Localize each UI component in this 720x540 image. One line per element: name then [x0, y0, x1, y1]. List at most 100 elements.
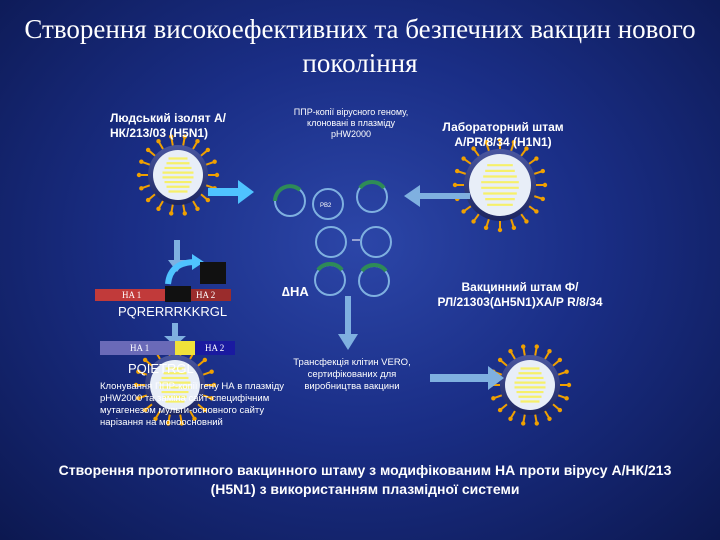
spike-head [209, 396, 214, 401]
arrow-right-to-plasmids [404, 185, 470, 207]
sequence-modified: PQIETRGL [128, 361, 194, 376]
spike-head [133, 382, 139, 388]
spike-head [205, 197, 211, 203]
spike-head [153, 416, 158, 421]
spike-head [455, 168, 460, 174]
spike-head [557, 357, 563, 363]
ha-insert-box [200, 262, 226, 284]
vaccine-strain-label: Вакцинний штам Ф/РЛ/21303(∆H5N1)ХА/Р R/8… [437, 280, 603, 309]
spike-head [166, 421, 171, 426]
spike-head [557, 407, 563, 413]
virion-vaccine-strain [133, 344, 217, 426]
plasmid-2 [312, 188, 344, 220]
spike-head [192, 416, 197, 421]
arrow-down-to-transfection [338, 296, 358, 350]
spike-head [195, 206, 200, 211]
spike-head [524, 219, 529, 224]
spike-head [139, 186, 144, 191]
spike-head [461, 209, 466, 214]
arrow-down-ha-modified [164, 323, 186, 346]
spike-head [566, 382, 572, 388]
spike-head [145, 147, 151, 153]
spike-head [461, 156, 466, 161]
spike-head [534, 344, 539, 349]
spike-head [214, 172, 220, 178]
plasmid-5 [360, 226, 392, 258]
transfection-note: Трансфекція клітин VERO, сертифікованих … [293, 357, 411, 392]
spike-head [202, 357, 208, 363]
spike-head [182, 134, 187, 139]
virion-core [150, 360, 200, 410]
spike-head [471, 146, 476, 151]
plasmid-4 [315, 226, 347, 258]
spike-head [508, 349, 513, 354]
plasmid-set: PB2 [273, 180, 392, 297]
spike-head [211, 382, 217, 388]
arrow-curved-ha [165, 259, 197, 285]
spike-head [534, 421, 539, 426]
spike-head [497, 357, 503, 363]
spike-head [212, 159, 217, 164]
spike-head [524, 146, 529, 151]
spike-head [511, 140, 517, 145]
virion-core [153, 150, 203, 200]
human-isolate-label: Людський ізолят А/НК/213/03 (H5N1) [110, 111, 226, 140]
spike-head [483, 140, 489, 145]
virion-vaccine-result [488, 344, 572, 426]
ppr-copies-label: ППР-копії вірусного геному, клоновані в … [293, 107, 409, 139]
spike-head [452, 182, 458, 188]
spike-head [542, 182, 548, 188]
spike-head [156, 206, 161, 211]
spike-head [547, 416, 552, 421]
spike-head [534, 156, 539, 161]
bottom-caption: Створення прототипного вакцинного штаму … [58, 462, 672, 497]
spike-head [483, 225, 489, 230]
arrows [164, 180, 504, 390]
spike-head [195, 139, 200, 144]
spike-head [491, 396, 496, 401]
spike-head [497, 137, 503, 143]
sequence-original: PQRERRRKKRGL [118, 304, 228, 319]
cloning-note: Клонування ППР-копії гену НА в плазміду … [100, 381, 285, 428]
spike-head [179, 421, 184, 426]
ha2-label-modified: HA 2 [205, 343, 225, 353]
ha-bar-original [95, 286, 231, 302]
spike-head [547, 349, 552, 354]
spike-head [521, 344, 526, 349]
spike-head [508, 416, 513, 421]
spike-head [142, 357, 148, 363]
spike-head [136, 172, 142, 178]
spike-head [534, 209, 539, 214]
spike-head [139, 159, 144, 164]
spike-head [169, 211, 174, 216]
spike-head [136, 396, 141, 401]
virion-core [505, 360, 555, 410]
ha-bar-modified [100, 341, 235, 355]
spike-head [497, 407, 503, 413]
delta-ha-label: ∆HA [282, 284, 309, 299]
spike-head [564, 369, 569, 374]
spike-head [540, 168, 545, 174]
ha1-label-original: HA 1 [122, 290, 142, 300]
spike-head [182, 211, 187, 216]
spike-head [205, 147, 211, 153]
virion-core [469, 154, 531, 216]
arrow-to-vaccine-strain [430, 366, 504, 390]
spike-head [202, 407, 208, 413]
spike-head [142, 407, 148, 413]
spike-head [209, 369, 214, 374]
page-title: Створення високоефективних та безпечних … [24, 14, 696, 78]
spike-head [169, 134, 174, 139]
virion-human-isolate [136, 134, 220, 216]
spike-head [156, 139, 161, 144]
lab-strain-label: Лабораторний штам A/PR/8/34 (H1N1) [442, 120, 564, 149]
spike-head [497, 227, 503, 233]
virion-lab-strain [452, 137, 548, 233]
spike-head [521, 421, 526, 426]
ha2-label-original: HA 2 [196, 290, 216, 300]
ha1-label-modified: HA 1 [130, 343, 150, 353]
spike-head [145, 197, 151, 203]
arrow-left-to-plasmids [208, 180, 254, 204]
spike-head [540, 196, 545, 202]
